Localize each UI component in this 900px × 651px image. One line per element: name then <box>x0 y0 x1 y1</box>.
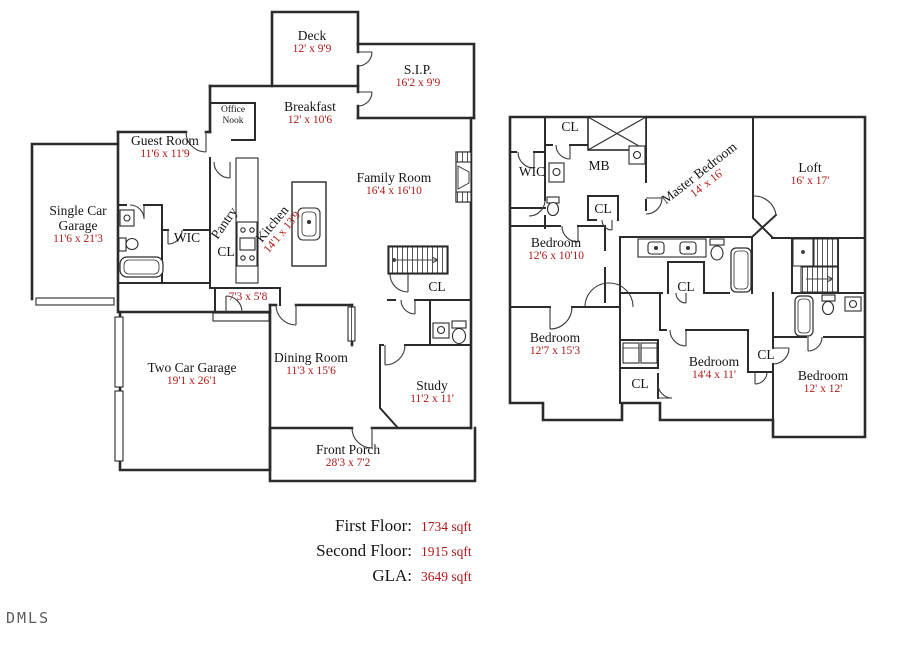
bedroom2-name: Bedroom <box>530 235 582 250</box>
loft-dim: 16' x 17' <box>790 175 830 188</box>
bedroom4-dim: 14'4 x 11' <box>692 369 736 382</box>
room-label-loft: Loft 16' x 17' <box>791 160 830 188</box>
stairs-first-floor <box>388 246 448 274</box>
breakfast-name: Breakfast <box>284 99 336 114</box>
room-label-bedroom3: Bedroom 12'7 x 15'3 <box>530 330 580 358</box>
right-cl-name: CL <box>757 347 775 362</box>
room-label-two-garage: Two Car Garage 19'1 x 26'1 <box>147 360 236 388</box>
dining-name: Dining Room <box>274 350 348 365</box>
hall-dim: 7'3 x 5'8 <box>228 291 268 303</box>
office-nook-name: Office Nook <box>220 105 246 126</box>
room-label-stairs-cl: CL <box>428 279 445 294</box>
room-label-breakfast: Breakfast 12' x 10'6 <box>284 99 336 127</box>
area-summary: First Floor: 1734 sqft Second Floor: 191… <box>296 516 472 591</box>
cl-mid-name: CL <box>594 201 612 216</box>
bedroom3-name: Bedroom <box>529 330 581 345</box>
room-label-bedroom4: Bedroom 14'4 x 11' <box>689 354 739 382</box>
single-garage-name: Single Car Garage <box>49 203 107 234</box>
summary-row-second-floor: Second Floor: 1915 sqft <box>296 541 472 561</box>
front-porch-name: Front Porch <box>315 442 381 457</box>
room-label-right-cl: CL <box>757 347 774 362</box>
fixtures <box>35 116 862 462</box>
bedroom5-dim: 12' x 12' <box>803 383 843 396</box>
room-label-bath-cl: CL <box>677 279 694 294</box>
wic-sf-name: WIC <box>518 164 546 179</box>
room-label-bedroom2: Bedroom 12'6 x 10'10 <box>528 235 584 263</box>
dmls-watermark: DMLS <box>6 609 51 627</box>
door-arcs <box>129 51 823 449</box>
mb-name: MB <box>588 158 610 173</box>
first-floor-label: First Floor: <box>335 516 412 535</box>
room-label-kitchen-cl: CL <box>217 244 234 259</box>
first-floor-value: 1734 sqft <box>421 519 472 534</box>
loft-name: Loft <box>798 160 822 175</box>
room-label-office-nook: Office Nook <box>210 105 256 126</box>
front-porch-dim: 28'3 x 7'2 <box>325 457 371 470</box>
summary-row-first-floor: First Floor: 1734 sqft <box>296 516 472 536</box>
family-room-name: Family Room <box>356 170 432 185</box>
bedroom4-name: Bedroom <box>688 354 740 369</box>
two-garage-dim: 19'1 x 26'1 <box>166 375 218 388</box>
room-label-family-room: Family Room 16'4 x 16'10 <box>357 170 432 198</box>
room-label-cl-top: CL <box>561 119 578 134</box>
room-label-cl-mid: CL <box>594 201 611 216</box>
bedroom5-name: Bedroom <box>797 368 849 383</box>
study-dim: 11'2 x 11' <box>410 393 454 406</box>
deck-name: Deck <box>297 28 327 43</box>
cl-top-name: CL <box>561 119 579 134</box>
room-label-front-porch: Front Porch 28'3 x 7'2 <box>316 442 380 470</box>
study-name: Study <box>416 378 448 393</box>
second-floor-value: 1915 sqft <box>421 544 472 559</box>
sip-dim: 16'2 x 9'9 <box>395 77 441 90</box>
room-label-dining: Dining Room 11'3 x 15'6 <box>274 350 348 378</box>
room-label-hall-dim: 7'3 x 5'8 <box>229 291 268 304</box>
gla-label: GLA: <box>372 566 412 585</box>
laundry-cl-name: CL <box>631 376 649 391</box>
two-garage-name: Two Car Garage <box>147 360 237 375</box>
room-label-deck: Deck 12' x 9'9 <box>293 28 332 56</box>
guest-room-name: Guest Room <box>131 133 199 148</box>
stairs-cl-name: CL <box>428 279 446 294</box>
room-label-study: Study 11'2 x 11' <box>410 378 454 406</box>
breakfast-dim: 12' x 10'6 <box>287 114 333 127</box>
room-label-mb: MB <box>588 158 609 173</box>
second-floor-label: Second Floor: <box>316 541 412 560</box>
stairs-second-floor <box>792 238 839 293</box>
single-garage-dim: 11'6 x 21'3 <box>53 233 103 246</box>
dining-dim: 11'3 x 15'6 <box>286 365 336 378</box>
sip-name: S.I.P. <box>403 62 433 77</box>
room-label-wic-ff: WIC <box>174 230 200 245</box>
room-label-sip: S.I.P. 16'2 x 9'9 <box>396 62 440 90</box>
kitchen-cl-name: CL <box>217 244 235 259</box>
bedroom3-dim: 12'7 x 15'3 <box>529 345 581 358</box>
room-label-wic-sf: WIC <box>519 164 545 179</box>
room-label-bedroom5: Bedroom 12' x 12' <box>798 368 848 396</box>
gla-value: 3649 sqft <box>421 569 472 584</box>
room-label-single-garage: Single Car Garage 11'6 x 21'3 <box>33 203 123 246</box>
wic-ff-name: WIC <box>173 230 201 245</box>
bedroom2-dim: 12'6 x 10'10 <box>528 250 584 263</box>
room-label-guest-room: Guest Room 11'6 x 11'9 <box>131 133 199 161</box>
guest-room-dim: 11'6 x 11'9 <box>140 148 190 161</box>
room-label-laundry-cl: CL <box>631 376 648 391</box>
family-room-dim: 16'4 x 16'10 <box>366 185 422 198</box>
deck-dim: 12' x 9'9 <box>292 43 332 56</box>
summary-row-gla: GLA: 3649 sqft <box>296 566 472 586</box>
bath-cl-name: CL <box>677 279 695 294</box>
